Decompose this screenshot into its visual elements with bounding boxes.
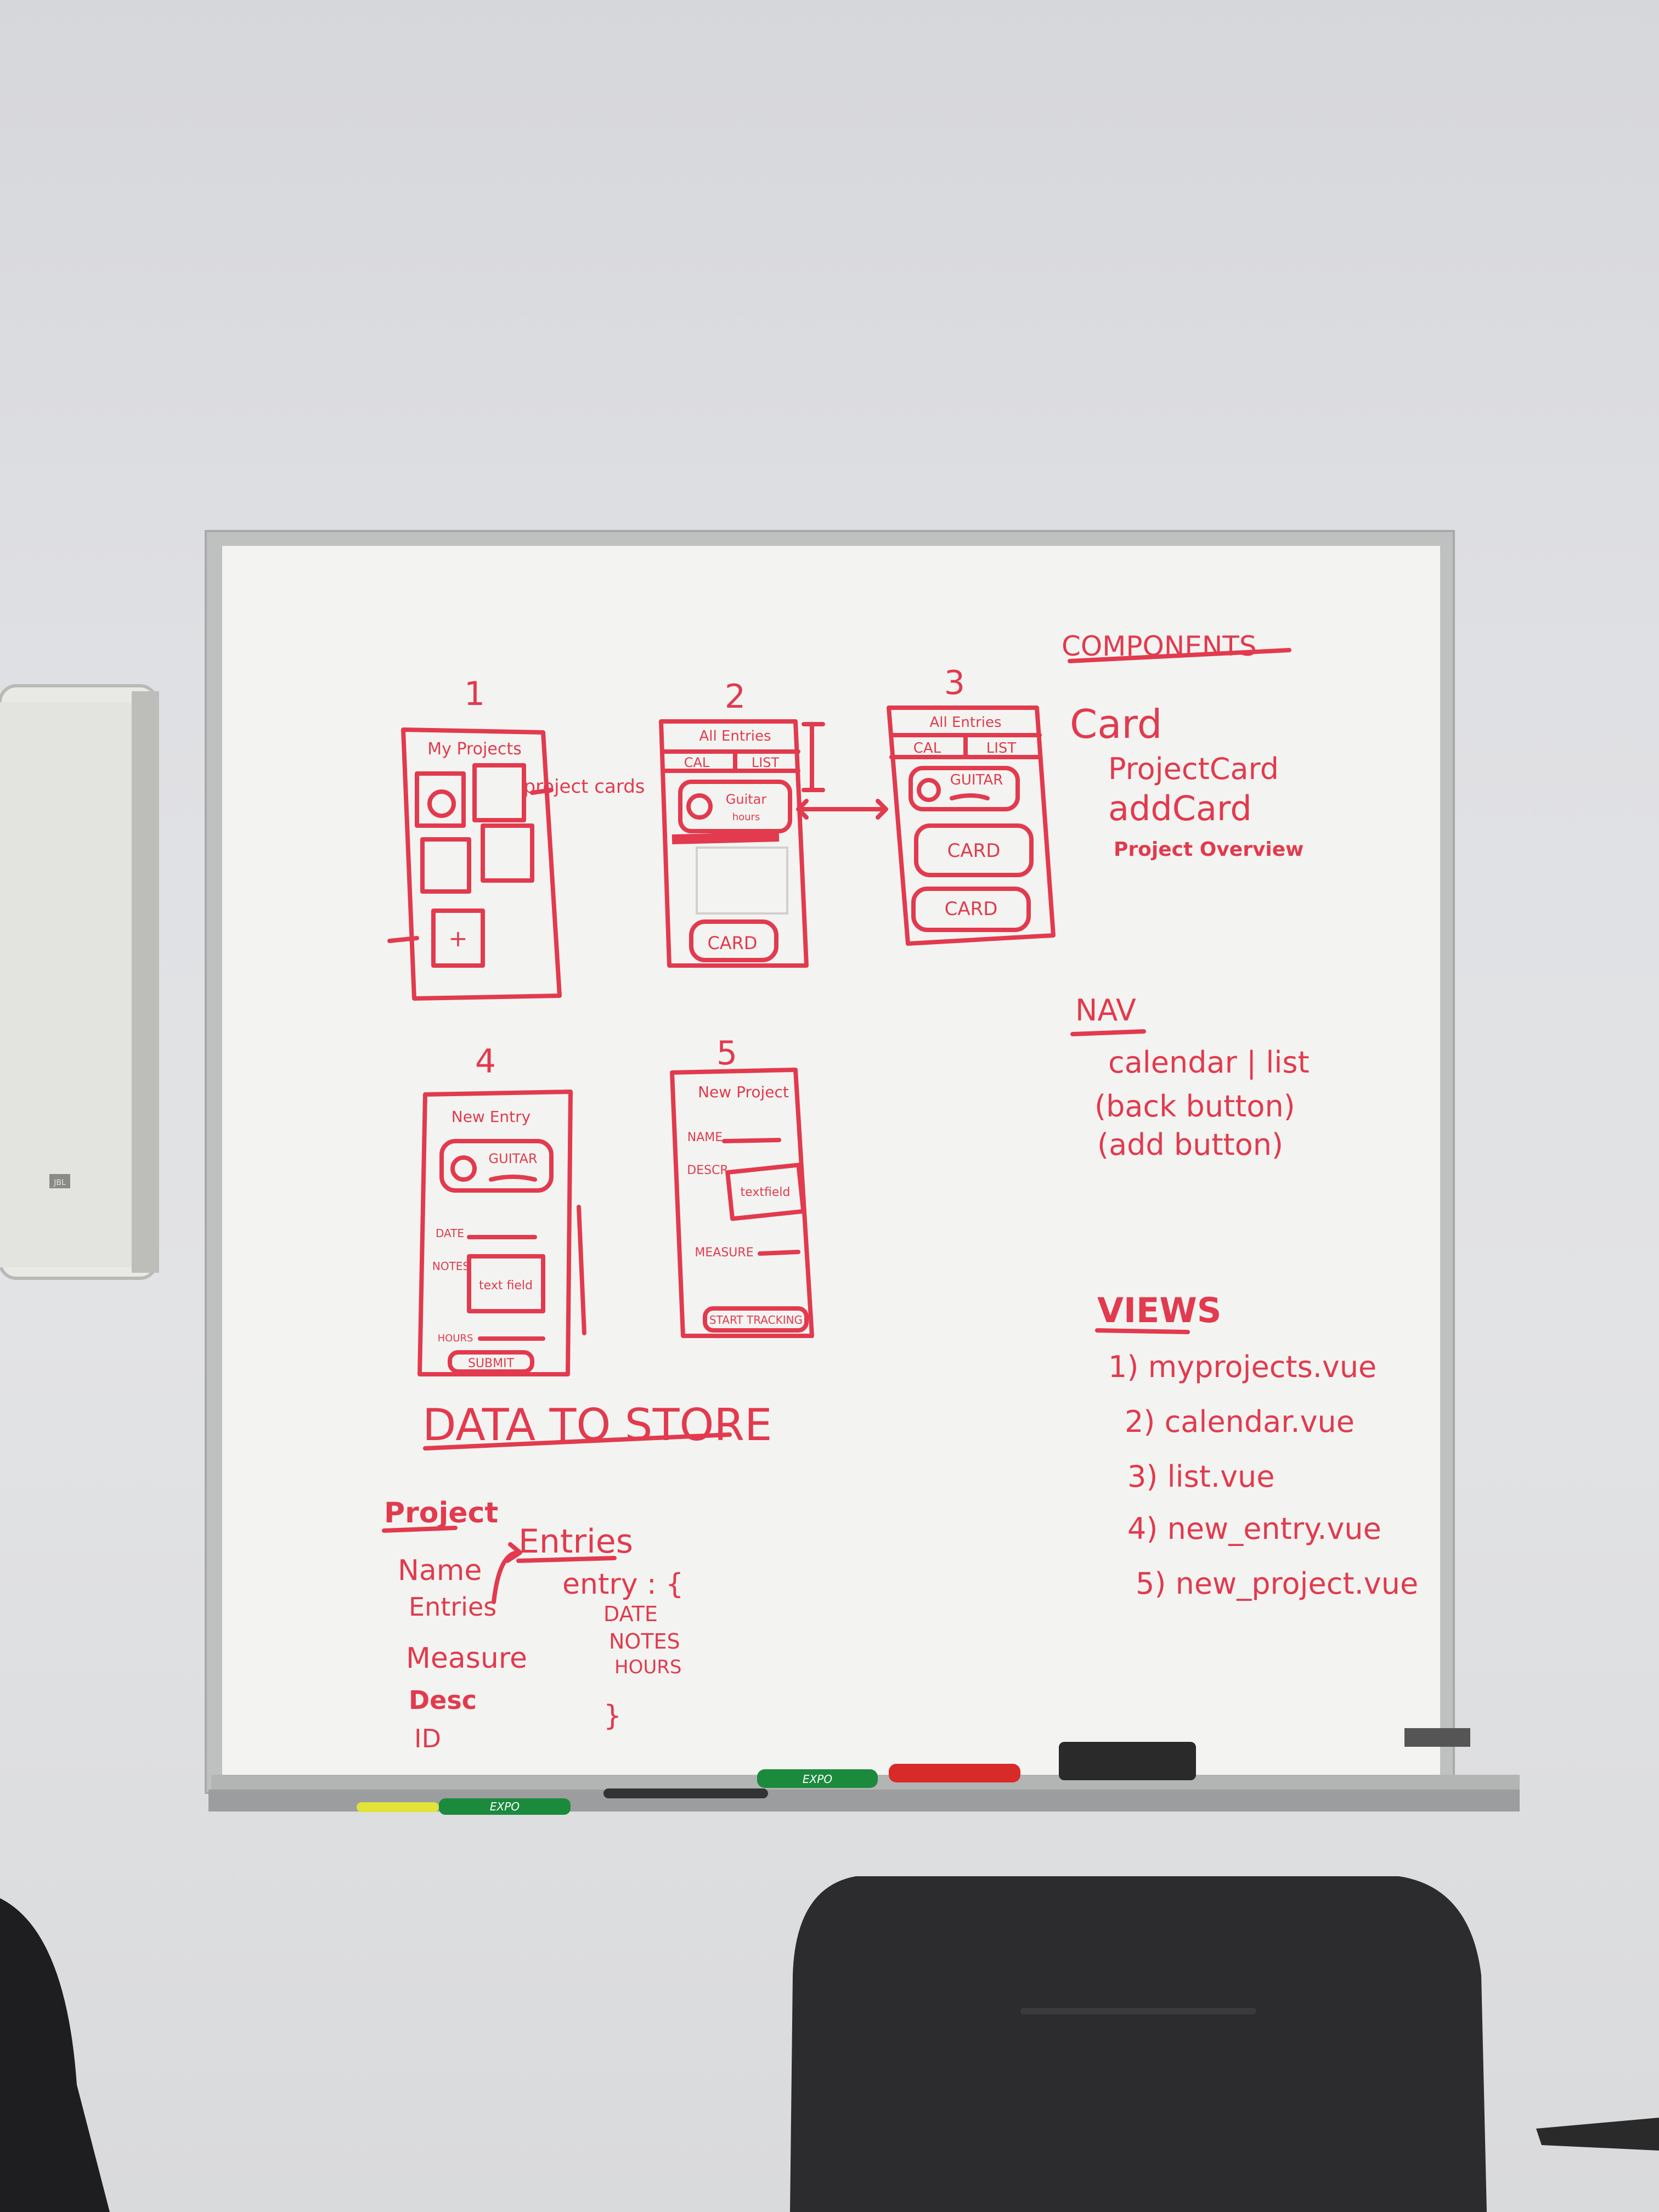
- view-item-3: 3) list.vue: [1127, 1459, 1274, 1494]
- entry-field-1: DATE: [603, 1602, 658, 1626]
- speaker-logo: JBL: [53, 1178, 66, 1187]
- office-chair: [790, 1876, 1487, 2212]
- sketch-2-tab-right: LIST: [752, 755, 780, 770]
- project-field-5: ID: [414, 1724, 441, 1753]
- entry-field-3: HOURS: [614, 1656, 681, 1678]
- nav-item-2: (back button): [1094, 1089, 1295, 1124]
- chair-armrest: [1536, 2118, 1659, 2151]
- whiteboard: [205, 530, 1520, 1812]
- sketch-4-new-entry: 4 New Entry GUITAR DATE NOTES text field…: [417, 1042, 586, 1376]
- sketch-5-desc: DESCR: [687, 1164, 728, 1177]
- sketch-3-card-2: CARD: [945, 898, 998, 920]
- views-section: VIEWS 1) myprojects.vue 2) calendar.vue …: [1095, 1290, 1418, 1601]
- data-to-store-heading: DATA TO STORE: [422, 1400, 772, 1451]
- sketch-2-all-entries: 2 All Entries CAL LIST Guitar hours CARD: [659, 678, 888, 968]
- sketch-3-title: All Entries: [929, 714, 1001, 731]
- sketch-3-tab-left: CAL: [913, 740, 941, 757]
- component-item-3: addCard: [1108, 788, 1252, 828]
- sketch-4-textfield: text field: [479, 1279, 533, 1293]
- sketch-3-card-1: CARD: [947, 840, 1001, 862]
- sketch-1-annotation: project cards: [523, 776, 645, 798]
- sketch-3-all-entries-list: 3 All Entries CAL LIST GUITAR CARD CARD: [887, 664, 1056, 946]
- project-field-4: Desc: [409, 1685, 477, 1715]
- sketch-5-measure: MEASURE: [695, 1246, 753, 1260]
- project-field-1: Name: [398, 1554, 482, 1587]
- component-item-4: Project Overview: [1114, 838, 1304, 861]
- sketch-number-1: 1: [464, 675, 485, 713]
- sketch-5-title: New Project: [698, 1083, 789, 1101]
- sketch-2-card-sub: hours: [732, 811, 760, 823]
- marker-tray-items: EXPO EXPO: [357, 1742, 1196, 1815]
- sketch-4-title: New Entry: [452, 1108, 531, 1126]
- project-label: Project: [384, 1497, 498, 1530]
- sketch-5-name: NAME: [687, 1131, 723, 1144]
- sketch-2-card-title: Guitar: [726, 792, 767, 807]
- nav-item-1: calendar | list: [1108, 1045, 1310, 1080]
- view-item-5: 5) new_project.vue: [1136, 1566, 1418, 1601]
- nav-item-3: (add button): [1097, 1127, 1283, 1162]
- entry-open: entry : {: [562, 1568, 684, 1601]
- entry-close: }: [603, 1700, 622, 1733]
- sketch-4-submit: SUBMIT: [468, 1357, 515, 1370]
- entries-label: Entries: [518, 1522, 633, 1561]
- sketch-number-3: 3: [944, 664, 965, 702]
- sketch-2-tab-left: CAL: [684, 755, 710, 770]
- project-field-3: Measure: [406, 1642, 527, 1675]
- entry-field-2: NOTES: [609, 1629, 680, 1654]
- view-item-2: 2) calendar.vue: [1125, 1404, 1355, 1439]
- sketch-number-5: 5: [716, 1034, 737, 1073]
- sketch-2-title: All Entries: [699, 728, 771, 744]
- sketch-1-title: My Projects: [427, 740, 521, 759]
- sketch-1-my-projects: 1 My Projects + project cards: [387, 675, 645, 1001]
- sketch-4-date: DATE: [436, 1227, 464, 1240]
- person-shoulder: [0, 1898, 110, 2212]
- sketch-5-textfield: textfield: [741, 1186, 791, 1199]
- sketch-5-new-project: 5 New Project NAME DESCR textfield MEASU…: [670, 1034, 814, 1338]
- nav-section: NAV calendar | list (back button) (add b…: [1070, 993, 1310, 1162]
- component-item-1: Card: [1070, 701, 1162, 747]
- sketch-2-card: CARD: [707, 933, 757, 953]
- data-to-store-section: DATA TO STORE Project Name Entries Measu…: [382, 1400, 772, 1753]
- project-field-2: Entries: [409, 1592, 496, 1622]
- components-section: COMPONENTS Card ProjectCard addCard Proj…: [1062, 630, 1304, 861]
- sketch-4-hours: HOURS: [438, 1333, 473, 1344]
- sketch-4-notes: NOTES: [432, 1260, 470, 1273]
- sketch-5-start-tracking: START TRACKING: [709, 1313, 803, 1327]
- view-item-4: 4) new_entry.vue: [1127, 1511, 1381, 1546]
- views-heading: VIEWS: [1097, 1290, 1221, 1330]
- sketch-1-add-plus: +: [448, 925, 467, 952]
- sketch-4-card-title: GUITAR: [488, 1151, 537, 1166]
- sketch-3-card-title: GUITAR: [950, 772, 1003, 788]
- marker-label: EXPO: [490, 1800, 520, 1813]
- sketch-number-4: 4: [475, 1042, 496, 1081]
- view-item-1: 1) myprojects.vue: [1108, 1350, 1376, 1384]
- sketch-3-tab-right: LIST: [986, 740, 1017, 757]
- nav-heading: NAV: [1075, 993, 1136, 1028]
- component-item-2: ProjectCard: [1108, 752, 1279, 786]
- sketch-number-2: 2: [725, 678, 746, 716]
- wall-speaker: JBL: [0, 684, 159, 1280]
- marker-label-2: EXPO: [803, 1773, 832, 1786]
